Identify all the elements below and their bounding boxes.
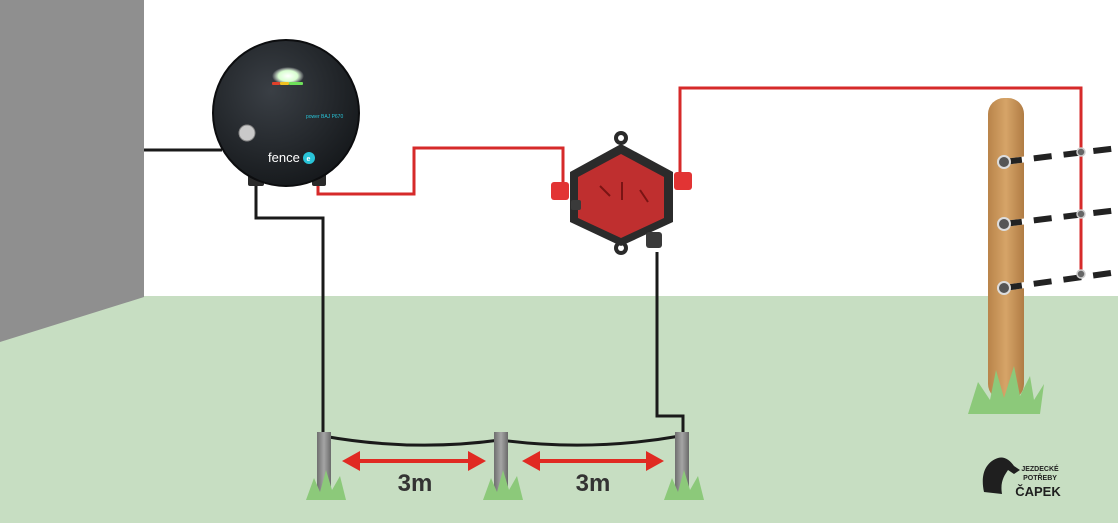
- energizer-unit: power BAJ P670 fence e: [212, 39, 360, 187]
- terminal-bolt-left: [571, 200, 581, 210]
- fence-tape-1: [1003, 145, 1118, 165]
- insulator-2-icon: [997, 217, 1011, 231]
- led-bar-yellow: [280, 82, 289, 85]
- insulator-1-icon: [997, 155, 1011, 169]
- status-led-icon: [272, 67, 304, 85]
- live-wire-to-fence: [678, 86, 1083, 270]
- grass-background: [0, 296, 1118, 523]
- energizer-button[interactable]: [238, 124, 256, 142]
- terminal-knob-right-icon: [674, 172, 692, 190]
- energizer-model-text: power BAJ P670: [306, 114, 343, 120]
- logo-line-2: POTŘEBY: [1023, 473, 1057, 482]
- earth-wire-to-rod-3: [655, 252, 685, 436]
- energizer-body: [213, 40, 359, 186]
- ground-rod-2: [483, 432, 523, 500]
- ground-rod-1: [306, 432, 346, 500]
- tape-connector-3-icon: [1076, 269, 1086, 279]
- fence-tape-3: [1003, 269, 1118, 291]
- svg-text:e: e: [307, 156, 311, 163]
- terminal-knob-left-icon: [551, 182, 569, 200]
- post-grass-icon: [968, 366, 1044, 414]
- spacing-label-2: 3m: [576, 470, 611, 497]
- tape-connector-2-icon: [1076, 209, 1086, 219]
- dimension-arrow-2: [522, 451, 664, 471]
- horse-head-icon: [982, 457, 1020, 494]
- spacing-label-1: 3m: [398, 470, 433, 497]
- rod-2-grass-icon: [483, 470, 523, 500]
- rod-1-grass-icon: [306, 470, 346, 500]
- led-bar-red: [272, 82, 280, 85]
- led-bar-green: [289, 82, 303, 85]
- live-wire-to-junction: [316, 146, 565, 196]
- earth-wire-to-rod-1: [254, 182, 325, 432]
- junction-box: [551, 131, 692, 255]
- brand-mark-icon: [303, 152, 315, 164]
- rod-3-grass-icon: [664, 470, 704, 500]
- wooden-post: [988, 98, 1024, 400]
- logo-line-1: JEZDECKÉ: [1021, 464, 1059, 473]
- fence-post: [968, 98, 1118, 414]
- building-wall: [0, 0, 144, 342]
- tape-connector-1-icon: [1076, 147, 1086, 157]
- ground-rod-3: [664, 432, 704, 500]
- ground-rods: [306, 432, 704, 500]
- insulator-3-icon: [997, 281, 1011, 295]
- dimension-arrow-1: [342, 451, 486, 471]
- fence-tape-2: [1003, 207, 1118, 227]
- capek-logo: JEZDECKÉ POTŘEBY ČAPEK: [982, 457, 1061, 499]
- energizer-brand: fence: [268, 150, 300, 165]
- terminal-knob-earth-icon: [646, 232, 662, 248]
- live-wiring: [316, 86, 1083, 270]
- logo-line-3: ČAPEK: [1015, 484, 1061, 499]
